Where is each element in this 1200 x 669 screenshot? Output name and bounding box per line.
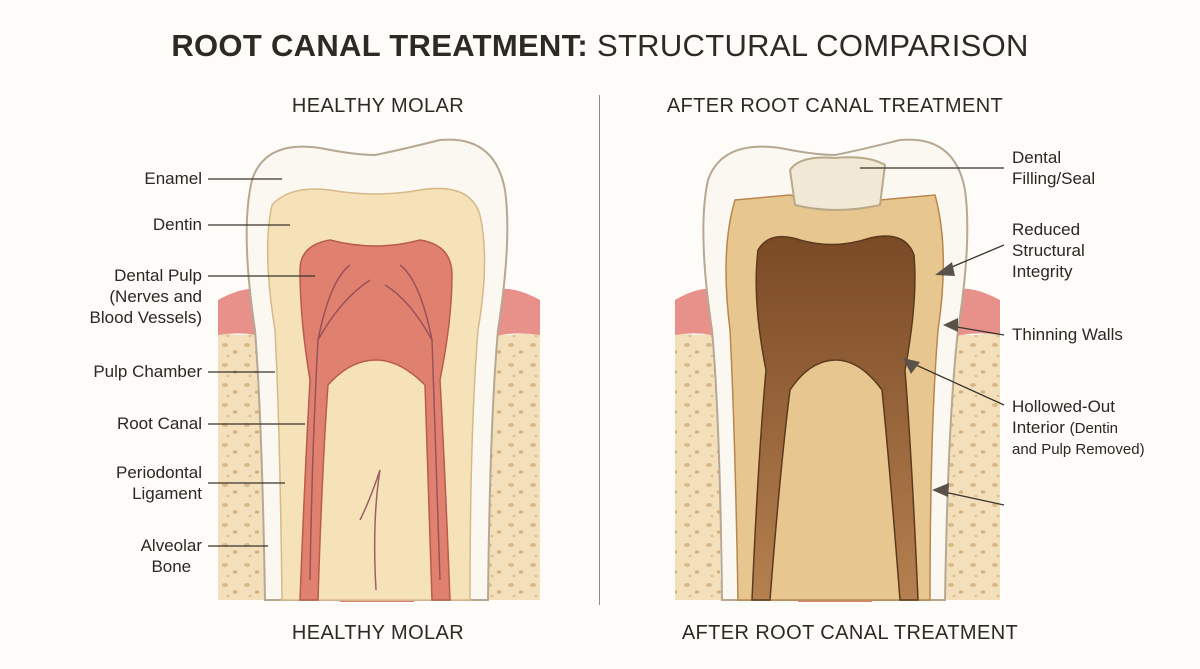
alveolar-bone-right [675, 330, 1000, 600]
label-pdl-line1: Periodontal [115, 463, 202, 482]
label-filling-line2: Filling/Seal [1012, 169, 1096, 188]
panel-divider [599, 95, 600, 605]
label-dental-pulp-line1: Dental Pulp [114, 266, 202, 285]
right-heading-top: AFTER ROOT CANAL TREATMENT [666, 95, 1004, 117]
label-root-canal: Root Canal [116, 414, 202, 433]
label-reduced-line3: Integrity [1012, 262, 1073, 281]
label-periodontal-ligament: Periodontal Ligament [116, 462, 202, 504]
label-reduced-integrity: Reduced Structural Integrity [1012, 219, 1085, 282]
left-leader-lines [208, 178, 315, 547]
page-title: ROOT CANAL TREATMENT: STRUCTURAL COMPARI… [0, 28, 1200, 64]
treated-molar-illustration [675, 138, 1000, 602]
left-heading-top: HEALTHY MOLAR [291, 95, 465, 117]
label-dental-pulp-line2: (Nerves and [109, 287, 202, 306]
label-hollow-line3: and Pulp Removed) [1012, 441, 1145, 458]
title-rest: STRUCTURAL COMPARISON [596, 28, 1029, 63]
label-hollowed-interior: Hollowed-Out Interior (Dentin and Pulp R… [1012, 396, 1145, 460]
label-filling-line1: Dental [1012, 148, 1062, 167]
right-heading-bottom: AFTER ROOT CANAL TREATMENT [681, 622, 1019, 644]
hollowed-interior [751, 235, 919, 601]
left-heading-bottom: HEALTHY MOLAR [291, 622, 465, 644]
label-dentin: Dentin [152, 215, 202, 234]
label-hollow-line2b: (Dentin [1069, 420, 1119, 437]
label-dental-filling: Dental Filling/Seal [1012, 147, 1095, 189]
label-hollow-line1: Hollowed-Out [1012, 397, 1115, 416]
label-reduced-line1: Reduced [1012, 220, 1081, 239]
title-bold: ROOT CANAL TREATMENT: [171, 28, 589, 63]
alveolar-bone-left [218, 330, 540, 600]
dental-filling [788, 156, 887, 211]
label-hollow-line2a: Interior [1012, 418, 1065, 437]
label-dental-pulp-line3: Blood Vessels) [89, 308, 202, 327]
label-thinning-walls: Thinning Walls [1012, 325, 1123, 344]
label-bone-line2: Bone [151, 557, 192, 576]
label-pulp-chamber: Pulp Chamber [93, 362, 202, 381]
label-pdl-line2: Ligament [132, 484, 202, 503]
healthy-molar-illustration [218, 138, 540, 602]
label-dental-pulp: Dental Pulp (Nerves and Blood Vessels) [90, 265, 202, 328]
pulp-left [299, 239, 453, 601]
right-arrowheads [903, 262, 958, 497]
label-alveolar-bone: Alveolar Bone [141, 535, 202, 577]
label-enamel: Enamel [144, 169, 202, 188]
label-bone-line1: Alveolar [140, 536, 202, 555]
label-reduced-line2: Structural [1012, 241, 1085, 260]
